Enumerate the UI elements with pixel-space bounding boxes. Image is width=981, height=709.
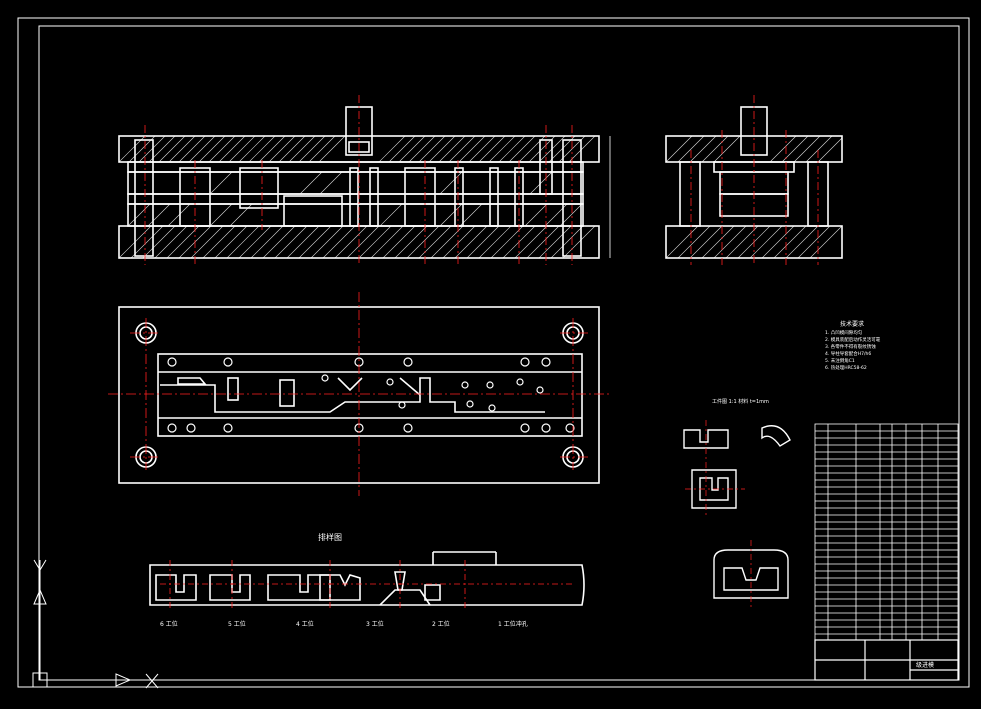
note-line: 3. 各零件不得有裂纹锈蚀 xyxy=(825,343,876,350)
strip-station-labels: 6 工位 5 工位 4 工位 3 工位 2 工位 1 工位冲孔 xyxy=(160,620,528,628)
plan-view-centerlines xyxy=(108,292,612,496)
parts-list xyxy=(814,423,959,641)
note-line: 4. 导柱导套配合H7/h6 xyxy=(825,350,871,357)
part-views xyxy=(683,425,791,599)
technical-notes: 技术要求 1. 凸凹模间隙均匀 2. 模具装配后动作灵活可靠 3. 各零件不得有… xyxy=(825,320,881,371)
front-view-centerlines xyxy=(144,95,573,265)
part-view-title: 工件图 1:1 材料 t=1mm xyxy=(712,398,769,405)
note-line: 1. 凸凹模间隙均匀 xyxy=(825,329,863,336)
note-line: 6. 热处理HRC58-62 xyxy=(825,364,867,371)
strip-layout-centerlines xyxy=(160,560,575,610)
ucs-icon xyxy=(32,559,159,689)
strip-layout xyxy=(149,551,585,606)
note-line: 2. 模具装配后动作灵活可靠 xyxy=(825,336,881,343)
side-view-centerlines xyxy=(690,95,819,265)
note-line: 5. 未注倒角C1 xyxy=(825,357,855,364)
part-view-centerlines xyxy=(685,420,752,610)
station-label: 5 工位 xyxy=(228,620,246,628)
front-view-hatching xyxy=(118,135,596,259)
side-view-hatching xyxy=(665,135,843,259)
station-label: 4 工位 xyxy=(296,620,314,628)
sheet-border xyxy=(17,17,970,688)
title-block xyxy=(814,639,959,681)
notes-title: 技术要求 xyxy=(840,320,864,328)
station-label: 2 工位 xyxy=(432,620,450,628)
title-block-label: 级进模 xyxy=(916,661,934,669)
station-label: 6 工位 xyxy=(160,620,178,628)
station-label: 3 工位 xyxy=(366,620,384,628)
strip-layout-title: 排样图 xyxy=(318,532,342,542)
plan-view-holes xyxy=(167,357,575,433)
station-label: 1 工位冲孔 xyxy=(498,620,528,628)
